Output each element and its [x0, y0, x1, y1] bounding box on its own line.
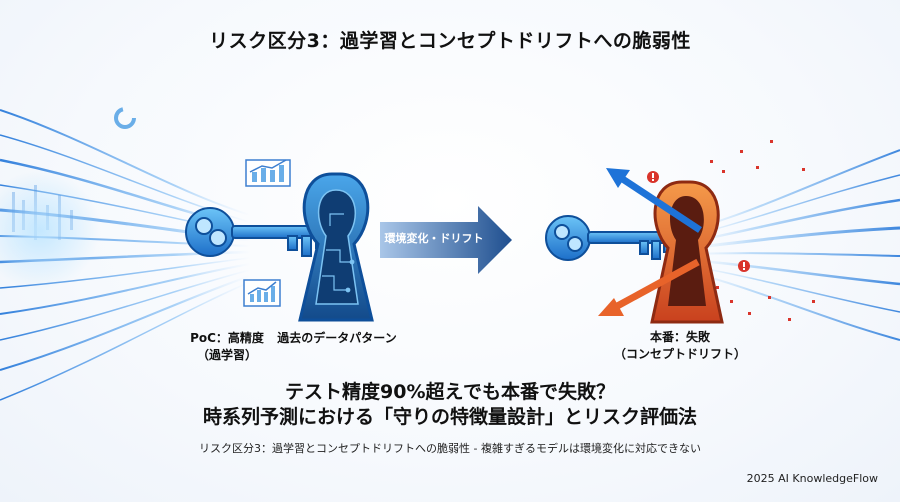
production-label: 本番：失敗 — [649, 330, 710, 344]
donut-chart-icon — [114, 107, 136, 129]
arrow-right-icon — [380, 206, 512, 274]
poc-sublabel: （過学習） — [196, 348, 257, 362]
poc-label: PoC：高精度 — [190, 331, 264, 345]
failed-key-icon — [545, 215, 679, 261]
lock-label: 過去のデータパターン — [277, 331, 397, 345]
credit: 2025 AI KnowledgeFlow — [746, 472, 878, 485]
keyhole-lock-icon — [298, 172, 374, 322]
scatter-noise — [710, 140, 815, 321]
line-chart-icon — [243, 279, 281, 307]
right-data-stream — [689, 149, 900, 341]
headline-line-1: テスト精度90%超えでも本番で失敗？ — [285, 381, 615, 403]
headline-line-2: 時系列予測における「守りの特徴量設計」とリスク評価法 — [202, 406, 697, 428]
bar-chart-icon — [245, 159, 291, 187]
slide-title: リスク区分3：過学習とコンセプトドリフトへの脆弱性 — [209, 30, 691, 52]
diverging-arrows — [598, 168, 702, 316]
caption: リスク区分3：過学習とコンセプトドリフトへの脆弱性 - 複雑すぎるモデルは環境変… — [199, 442, 701, 455]
warning-icon — [647, 171, 750, 272]
key-icon — [185, 207, 333, 257]
broken-lock-icon — [650, 180, 724, 324]
production-sublabel: （コンセプトドリフト） — [613, 347, 746, 361]
arrow-label: 環境変化・ドリフト — [384, 232, 484, 245]
